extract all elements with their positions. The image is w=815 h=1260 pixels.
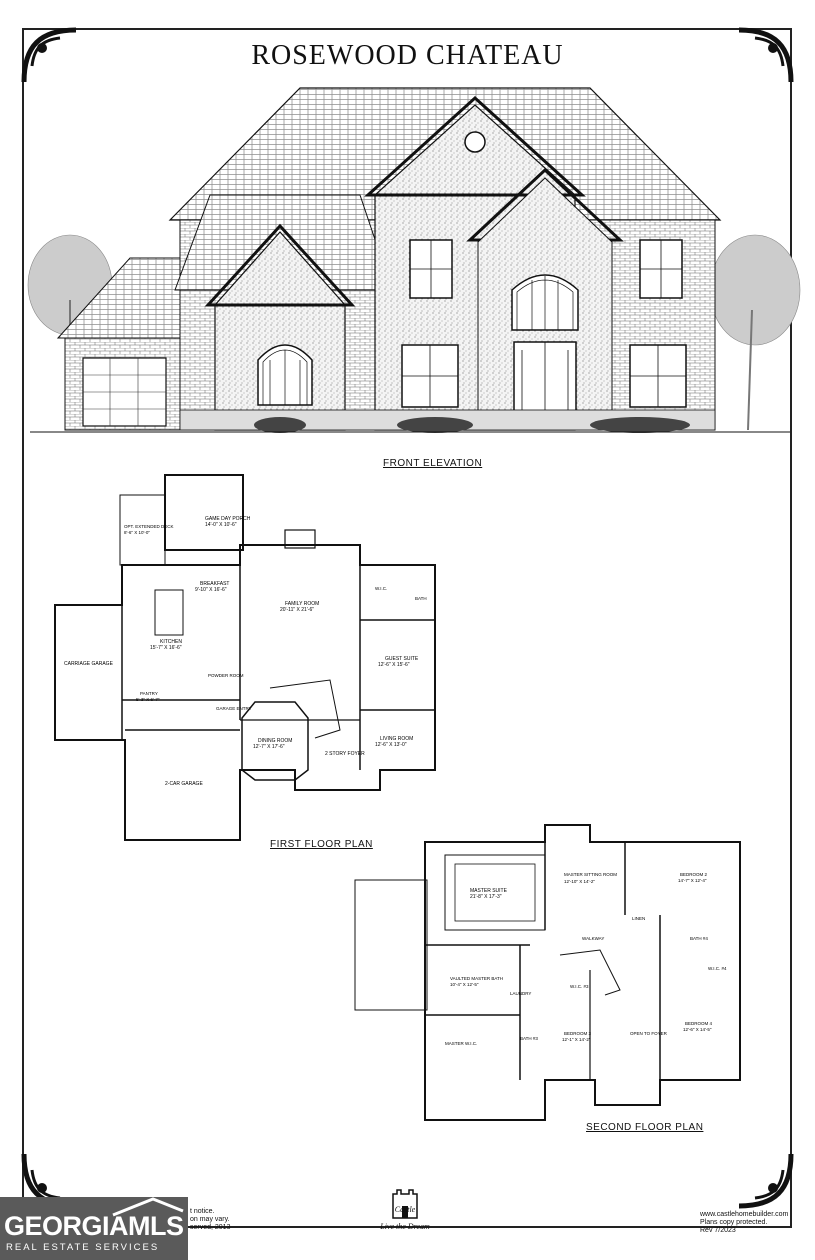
sp-bed4-dim: 12'-6" X 14'-5" bbox=[683, 1027, 712, 1032]
fp-breakfast-label: BREAKFAST bbox=[200, 581, 229, 587]
second-floor-caption: SECOND FLOOR PLAN bbox=[586, 1122, 704, 1133]
footer-right-line3: Rev 7/2023 bbox=[700, 1227, 736, 1234]
sp-sitting-dim: 12'-10" X 14'-2" bbox=[564, 879, 595, 884]
fp-dining-label: DINING ROOM bbox=[258, 738, 292, 744]
castle-logo-icon bbox=[392, 1189, 418, 1219]
sp-bed2-dim: 14'-7" X 12'-4" bbox=[678, 878, 707, 883]
fp-bath-label: BATH bbox=[415, 596, 427, 601]
fp-powder-label: POWDER ROOM bbox=[208, 673, 244, 678]
tree-right bbox=[709, 234, 801, 431]
sp-bed4-label: BEDROOM 4 bbox=[685, 1021, 713, 1026]
fp-living-dim: 12'-6" X 13'-0" bbox=[375, 742, 407, 748]
page-title: ROSEWOOD CHATEAU bbox=[251, 40, 564, 71]
fp-wic-label: W.I.C. bbox=[375, 586, 387, 591]
sp-master-dim: 21'-8" X 17'-3" bbox=[470, 894, 502, 900]
fp-family-dim: 20'-11" X 21'-6" bbox=[280, 607, 314, 613]
fp-deck-dim: 8'-6" X 10'-0" bbox=[124, 530, 150, 535]
fp-kitchen-dim: 15'-7" X 16'-6" bbox=[150, 645, 182, 651]
second-floor-plan: MASTER SUITE 21'-8" X 17'-3" MASTER SITT… bbox=[354, 824, 741, 1121]
sp-bed2-label: BEDROOM 2 bbox=[680, 872, 708, 877]
fp-porch-label: GAME DAY PORCH bbox=[205, 516, 251, 522]
mls-sub-text: REAL ESTATE SERVICES bbox=[6, 1242, 160, 1253]
fp-dining-dim: 12'-7" X 17'-6" bbox=[253, 744, 285, 750]
footer-right-notes: www.castlehomebuilder.com Plans copy pro… bbox=[700, 1211, 788, 1235]
fp-pantry-dim: 5'-3" X 6'-7" bbox=[136, 697, 160, 702]
sp-sitting-label: MASTER SITTING ROOM bbox=[564, 872, 617, 877]
fp-family-label: FAMILY ROOM bbox=[285, 601, 319, 607]
fp-foyer-label: 2 STORY FOYER bbox=[325, 751, 365, 757]
sp-open-label: OPEN TO FOYER bbox=[630, 1031, 668, 1036]
corner-ornament-top-left bbox=[21, 27, 77, 83]
page-border bbox=[22, 28, 792, 1228]
front-elevation-caption: FRONT ELEVATION bbox=[383, 458, 483, 469]
fp-carriage-label: CARRIAGE GARAGE bbox=[64, 661, 114, 667]
footer-left-line3: served, 2013 bbox=[190, 1224, 231, 1231]
roof-logo-icon bbox=[112, 1197, 184, 1217]
footer-left-line1: t notice. bbox=[190, 1208, 215, 1215]
fp-guest-label: GUEST SUITE bbox=[385, 656, 419, 662]
fp-guest-dim: 12'-6" X 15'-6" bbox=[378, 662, 410, 668]
sp-walkway-label: WALKWAY bbox=[582, 936, 604, 941]
footer-right-line1: www.castlehomebuilder.com bbox=[700, 1211, 789, 1218]
sp-master-wic-label: MASTER W.I.C. bbox=[445, 1041, 477, 1046]
sp-bed3-label: BEDROOM 3 bbox=[564, 1031, 592, 1036]
fp-breakfast-dim: 9'-10" X 16'-6" bbox=[195, 587, 227, 593]
sp-wic3-label: W.I.C. #3 bbox=[570, 984, 589, 989]
sp-master-label: MASTER SUITE bbox=[470, 888, 508, 894]
footer-right-line2: Plans copy protected. bbox=[700, 1219, 768, 1226]
tagline: Live the Dream bbox=[380, 1222, 430, 1231]
sp-laundry-label: LAUNDRY bbox=[510, 991, 531, 996]
fp-porch-dim: 14'-0" X 10'-6" bbox=[205, 522, 237, 528]
footer-left-line2: on may vary. bbox=[190, 1216, 230, 1223]
castle-logo-text: Castle bbox=[394, 1205, 416, 1214]
footer-left-notes: t notice. on may vary. served, 2013 bbox=[190, 1208, 230, 1232]
castle-logo: Castle bbox=[375, 1180, 435, 1230]
fp-pantry-label: PANTRY bbox=[140, 691, 158, 696]
corner-ornament-top-right bbox=[738, 27, 794, 83]
georgia-mls-watermark: GEORGIAMLS REAL ESTATE SERVICES bbox=[0, 1197, 188, 1260]
sp-vaulted-label: VAULTED MASTER BATH bbox=[450, 976, 503, 981]
corner-ornament-bottom-right bbox=[738, 1153, 794, 1209]
fp-kitchen-label: KITCHEN bbox=[160, 639, 182, 645]
sp-linen-label: LINEN bbox=[632, 916, 645, 921]
first-floor-plan: GAME DAY PORCH 14'-0" X 10'-6" OPT. EXTE… bbox=[54, 474, 436, 841]
fp-living-label: LIVING ROOM bbox=[380, 736, 413, 742]
mls-brand-text: GEORGIAMLS bbox=[4, 1211, 184, 1241]
fp-deck-label: OPT. EXTENDED DECK bbox=[124, 524, 174, 529]
first-floor-caption: FIRST FLOOR PLAN bbox=[270, 839, 373, 850]
sp-vaulted-dim: 10'-4" X 12'-5" bbox=[450, 982, 479, 987]
fp-garage-label: 2-CAR GARAGE bbox=[165, 781, 203, 787]
sp-bath3-label: BATH #3 bbox=[520, 1036, 538, 1041]
front-elevation-drawing bbox=[27, 87, 801, 433]
fp-garage-entry-label: GARAGE ENTRY bbox=[216, 706, 252, 711]
sp-bed3-dim: 12'-1" X 14'-2" bbox=[562, 1037, 591, 1042]
sp-wic4-label: W.I.C. #4 bbox=[708, 966, 727, 971]
sp-bath4-label: BATH #4 bbox=[690, 936, 708, 941]
